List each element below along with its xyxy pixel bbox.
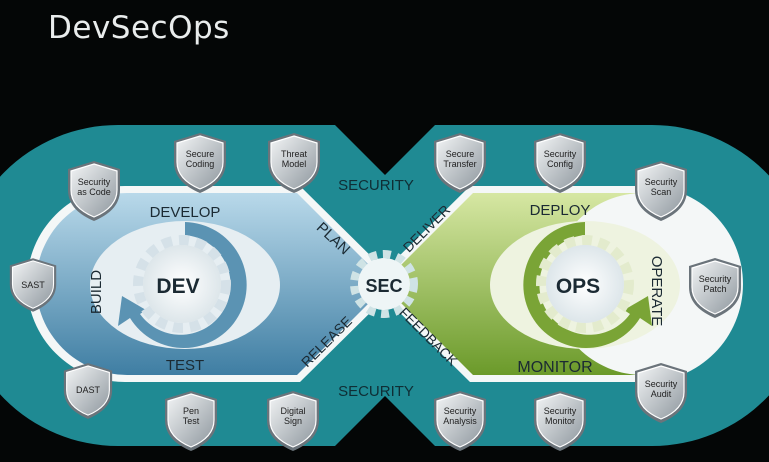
- sec-gear-icon: [350, 250, 418, 318]
- ops-gear-icon: [536, 235, 634, 333]
- page-title: DevSecOps: [48, 10, 230, 46]
- sec-label: SEC: [365, 276, 402, 296]
- shield-sast: SAST: [9, 257, 57, 313]
- phase-test: TEST: [166, 357, 204, 374]
- phase-operate: OPERATE: [648, 256, 665, 327]
- security-label-top: SECURITY: [338, 177, 414, 194]
- security-label-bottom: SECURITY: [338, 383, 414, 400]
- phase-build: BUILD: [88, 270, 105, 314]
- phase-develop: DEVELOP: [150, 204, 221, 221]
- dev-gear-icon: [133, 235, 231, 333]
- ops-label: OPS: [556, 275, 600, 298]
- dev-label: DEV: [156, 275, 199, 298]
- shield-dast: DAST: [63, 362, 113, 420]
- svg-text:DAST: DAST: [76, 385, 101, 395]
- phase-deploy: DEPLOY: [530, 202, 591, 219]
- phase-monitor: MONITOR: [517, 359, 592, 376]
- svg-text:SAST: SAST: [21, 280, 45, 290]
